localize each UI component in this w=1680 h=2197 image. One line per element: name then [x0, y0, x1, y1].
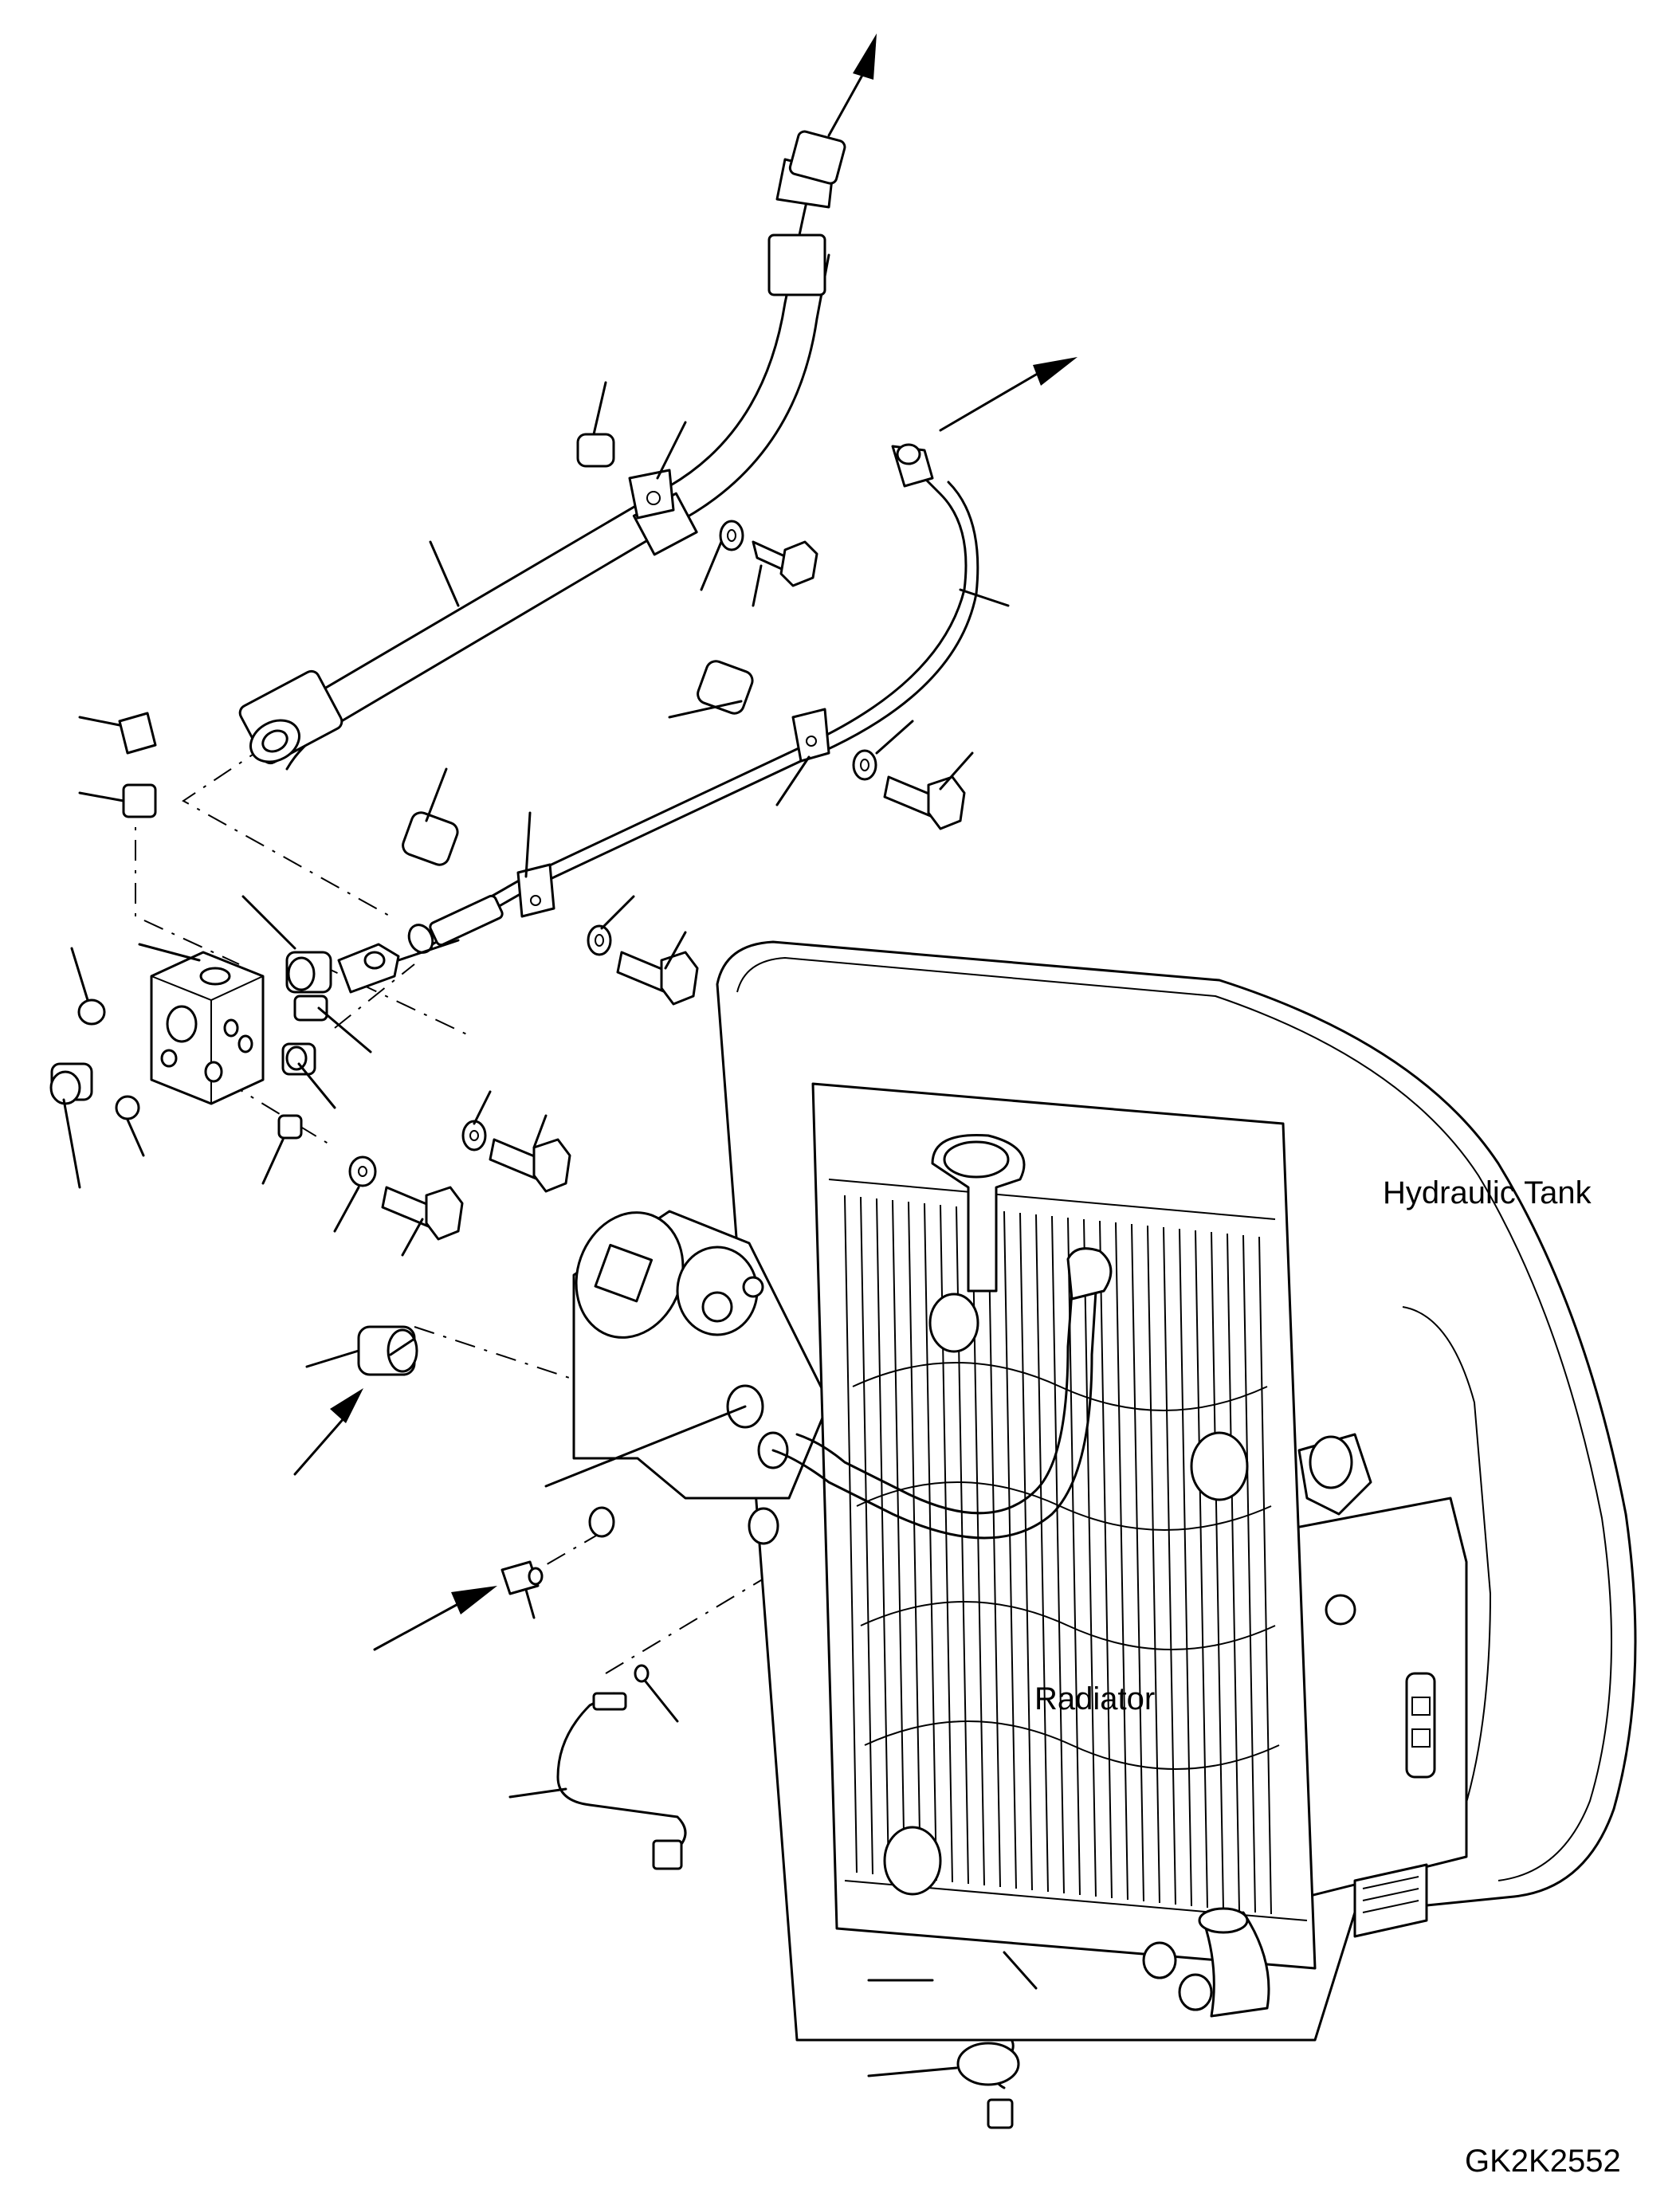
hose-elbow [1066, 1247, 1113, 1301]
plug-right-small [277, 1114, 303, 1140]
hose-nut [788, 130, 846, 185]
arrow-lower-line-outlet [939, 357, 1077, 432]
radiator-cap [931, 1133, 1026, 1293]
radiator-outlet-upper [928, 1293, 979, 1353]
clamp [516, 863, 555, 918]
sensor-connector-2 [987, 2098, 1014, 2129]
upper-hydraulic-hose [238, 130, 846, 771]
bolt-head [927, 775, 966, 830]
sensor-connector [652, 1839, 683, 1870]
tee-fitting [337, 943, 400, 994]
loose-fittings [357, 1325, 1004, 1954]
lower-clamp-group [402, 811, 699, 1006]
line-ferrule [429, 894, 504, 947]
clamp [791, 708, 830, 763]
valve-block-assembly [49, 712, 571, 1241]
lower-hydraulic-line [407, 443, 979, 954]
block-port [166, 1005, 198, 1043]
spacer [402, 811, 459, 866]
elbow-top [118, 712, 157, 755]
plug-small [77, 998, 106, 1026]
sight-gauge [1405, 1672, 1436, 1779]
radiator-core [771, 1082, 1317, 2018]
temp-sensor [592, 1692, 627, 1711]
hose-protector [767, 233, 826, 296]
valve-block [150, 951, 265, 1105]
arrow-adapter-inlet [373, 1586, 497, 1651]
arrow-fitting-inlet [293, 1388, 363, 1476]
adapter-top [122, 783, 157, 818]
washer [348, 1155, 377, 1187]
hydraulic-tank-label: Hydraulic Tank [1383, 1175, 1592, 1210]
harness-clip [956, 2042, 1020, 2086]
drain-elbow [1202, 1911, 1270, 2018]
arrow-upper-hose-outlet [827, 33, 877, 137]
tank-logo [1325, 1594, 1356, 1626]
middle-clamp-group [697, 660, 966, 830]
filter-cap [594, 1243, 654, 1303]
spacer [697, 660, 754, 715]
bolt-head [779, 540, 818, 587]
spacer [576, 433, 615, 468]
bolt-head [660, 951, 699, 1006]
connector [293, 995, 328, 1022]
plug-small-2 [115, 1095, 140, 1120]
clamp [628, 469, 675, 520]
leader-lines [62, 381, 1038, 2077]
filter-housing [572, 1210, 830, 1545]
radiator-label: Radiator [1034, 1681, 1156, 1716]
upper-clamp-group [576, 433, 818, 587]
washer [719, 520, 744, 551]
radiator-outlet-right [1190, 1431, 1249, 1501]
washer-2 [461, 1120, 487, 1151]
name-plate [1353, 1863, 1428, 1938]
bolt-head [425, 1186, 464, 1241]
gasket [634, 1664, 650, 1683]
bolt-head-2 [532, 1138, 571, 1193]
direction-arrows [293, 33, 1077, 1651]
washer [852, 749, 877, 781]
washer [587, 924, 612, 956]
radiator-outlet-lower [883, 1826, 942, 1896]
drawing-code: GK2K2552 [1465, 2144, 1621, 2179]
adapter [500, 1560, 540, 1595]
